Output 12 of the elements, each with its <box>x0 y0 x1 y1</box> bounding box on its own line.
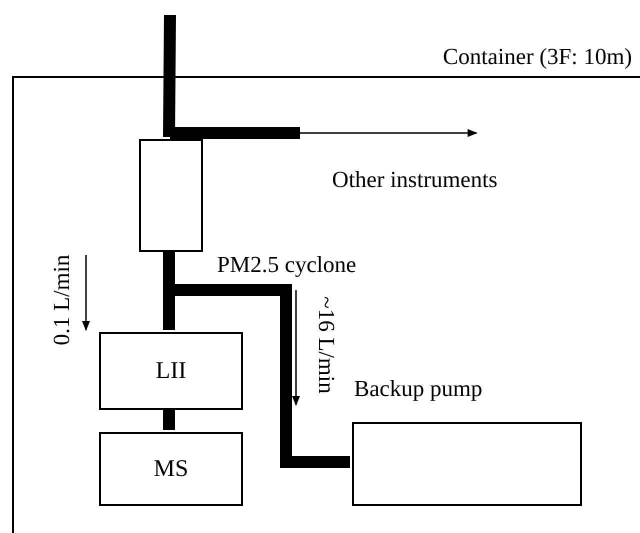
sample-tube <box>163 408 175 430</box>
sample-tube <box>163 14 176 138</box>
container-label: Container (3F: 10m) <box>442 44 632 70</box>
flow-rate-label: 0.1 L/min <box>49 254 75 346</box>
cyclone-box <box>139 139 203 252</box>
destination-label: Other instruments <box>332 167 498 193</box>
arrow <box>300 129 478 137</box>
pump-label: Backup pump <box>354 376 482 402</box>
flow-rate-label: ~16 L/min <box>313 296 339 394</box>
instrument-box: MS <box>99 432 243 506</box>
instrument-box: LII <box>99 332 243 410</box>
component-label: PM2.5 cyclone <box>217 252 356 278</box>
